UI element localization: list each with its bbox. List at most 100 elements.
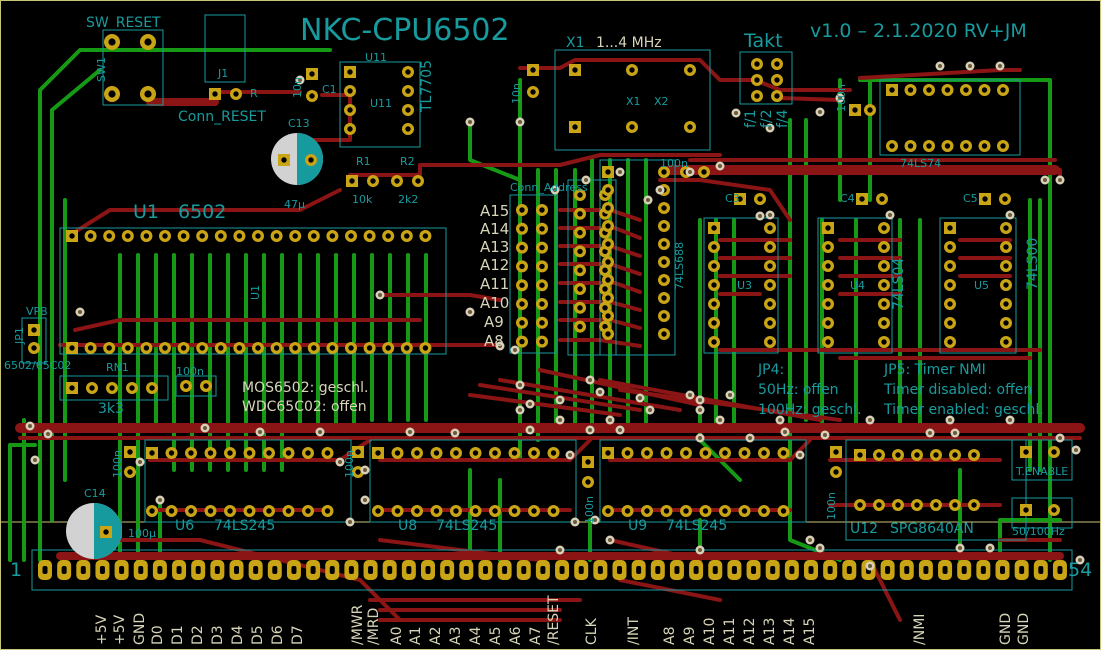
bus-signal-a5: A5	[488, 626, 504, 645]
cpu-note-line2: WDC65C02: offen	[242, 399, 367, 415]
r2-ref: R2	[400, 155, 415, 168]
bus-signal-gnd: GND	[998, 612, 1014, 645]
addr-label-a14: A14	[480, 220, 510, 238]
front-copper-trace	[378, 438, 592, 462]
takt-opt3: f/4	[775, 109, 791, 128]
u5-outline	[939, 217, 1017, 354]
addr-label-a8: A8	[484, 332, 504, 350]
front-copper-trace	[348, 153, 722, 177]
c-misc-value: 100n	[176, 365, 204, 378]
bus-signal-5v: +5V	[112, 614, 128, 645]
bus-signal-d3: D3	[210, 625, 226, 645]
bus-signal-d2: D2	[190, 625, 206, 645]
c6-value: 100n	[660, 157, 688, 170]
c4-ref: C4	[840, 192, 855, 205]
bus-signal-a9: A9	[682, 626, 698, 645]
x1-outline	[554, 49, 711, 151]
bus-signal-a11: A11	[722, 617, 738, 645]
front-copper-trace	[498, 378, 682, 412]
bus-signal-a7: A7	[528, 626, 544, 645]
x1-pin2: X2	[654, 95, 669, 108]
c-u12-value: 100n	[825, 492, 838, 520]
rn1-outline	[59, 375, 169, 401]
u12-outline	[845, 439, 1027, 541]
bus-pin-first: 1	[10, 559, 23, 581]
u2-outline	[599, 159, 676, 356]
u12-ref: U12	[850, 521, 879, 537]
j1-pin-r: R	[250, 87, 258, 100]
jp4-title: JP4:	[758, 362, 785, 378]
jp5-line2: Timer enabled: geschl.	[884, 402, 1044, 418]
u10-outline	[879, 79, 1021, 156]
jp1-ref: JP1	[13, 327, 26, 344]
u2-value: 74LS688	[673, 241, 686, 290]
c-u6-value: 100n	[111, 450, 124, 478]
front-copper-trace	[858, 68, 1022, 80]
c-misc-outline	[175, 375, 217, 397]
conn-address-label: Conn_Address	[510, 181, 588, 194]
bus-signal-clk: CLK	[584, 618, 600, 645]
u4-ref: U4	[850, 279, 866, 292]
addr-label-a12: A12	[480, 256, 510, 274]
bus-signal-a3: A3	[448, 626, 464, 645]
jp1-value: VPB	[26, 305, 48, 318]
front-copper-trace	[658, 178, 792, 222]
c13-value: 47µ	[284, 198, 305, 211]
u1-body-ref: U1	[249, 284, 262, 300]
x1-pin1: X1	[626, 95, 641, 108]
j1-ref: J1	[218, 67, 229, 80]
u11-value: TL7705	[419, 60, 435, 112]
addr-label-a11: A11	[480, 275, 510, 293]
jp5-line1: Timer disabled: offen	[884, 382, 1033, 398]
bus-signal-gnd: GND	[132, 612, 148, 645]
takt-opt2: f/2	[759, 109, 775, 128]
u3-ref: U3	[737, 279, 753, 292]
sw-reset-label: SW_RESET	[86, 15, 161, 31]
bus-signal-gnd: GND	[1016, 612, 1032, 645]
bus-signal-d6: D6	[270, 625, 286, 645]
cpu-note-line1: MOS6502: geschl.	[242, 380, 369, 396]
front-copper-trace	[468, 393, 622, 417]
board-title: NKC-CPU6502	[300, 13, 510, 48]
back-copper-trace	[998, 518, 1062, 562]
bus-signal-a1: A1	[408, 626, 424, 645]
c1-ref: C1	[322, 83, 337, 96]
c10-value: 100n	[835, 84, 848, 112]
front-copper-trace	[608, 438, 812, 462]
rn1-ref: RN1	[106, 361, 129, 374]
bus-signal-a13: A13	[762, 617, 778, 645]
u11-body-ref: U11	[370, 97, 393, 110]
addr-label-a13: A13	[480, 238, 510, 256]
bus-signal-5v: +5V	[94, 614, 110, 645]
front-copper-trace	[68, 188, 342, 237]
bus-signal-mwr: /MWR	[350, 604, 366, 645]
tenable-outline	[1011, 439, 1073, 481]
u12-value: SPG8640AN	[890, 521, 974, 537]
jp4-line2: 100Hz: geschl.	[758, 402, 862, 418]
c3-ref: C3	[725, 192, 740, 205]
back-copper-trace	[50, 68, 102, 522]
front-copper-trace	[73, 318, 422, 332]
back-copper-trace	[38, 48, 332, 562]
takt-outline	[739, 51, 793, 105]
addr-label-a15: A15	[480, 202, 510, 220]
c-u8-value: 100n	[343, 450, 356, 478]
front-copper-trace	[558, 281, 642, 294]
c14-value: 100µ	[128, 527, 156, 540]
front-copper-trace	[148, 438, 372, 462]
u6-value: 74LS245	[214, 518, 276, 534]
r1-ref: R1	[356, 155, 371, 168]
conn-reset-label: Conn_RESET	[178, 109, 266, 125]
tenable-label: T.ENABLE	[1016, 465, 1069, 478]
jp4-line1: 50Hz: offen	[758, 382, 839, 398]
bus-signal-a12: A12	[742, 617, 758, 645]
bus-signal-d4: D4	[230, 625, 246, 645]
u9-ref: U9	[628, 518, 648, 534]
sw1-outline	[102, 29, 164, 106]
address-header-outline	[509, 194, 557, 354]
front-copper-trace	[308, 93, 352, 142]
bus-signal-a6: A6	[508, 626, 524, 645]
bus-signal-a4: A4	[468, 626, 484, 645]
takt-opt1: f/1	[743, 109, 759, 128]
